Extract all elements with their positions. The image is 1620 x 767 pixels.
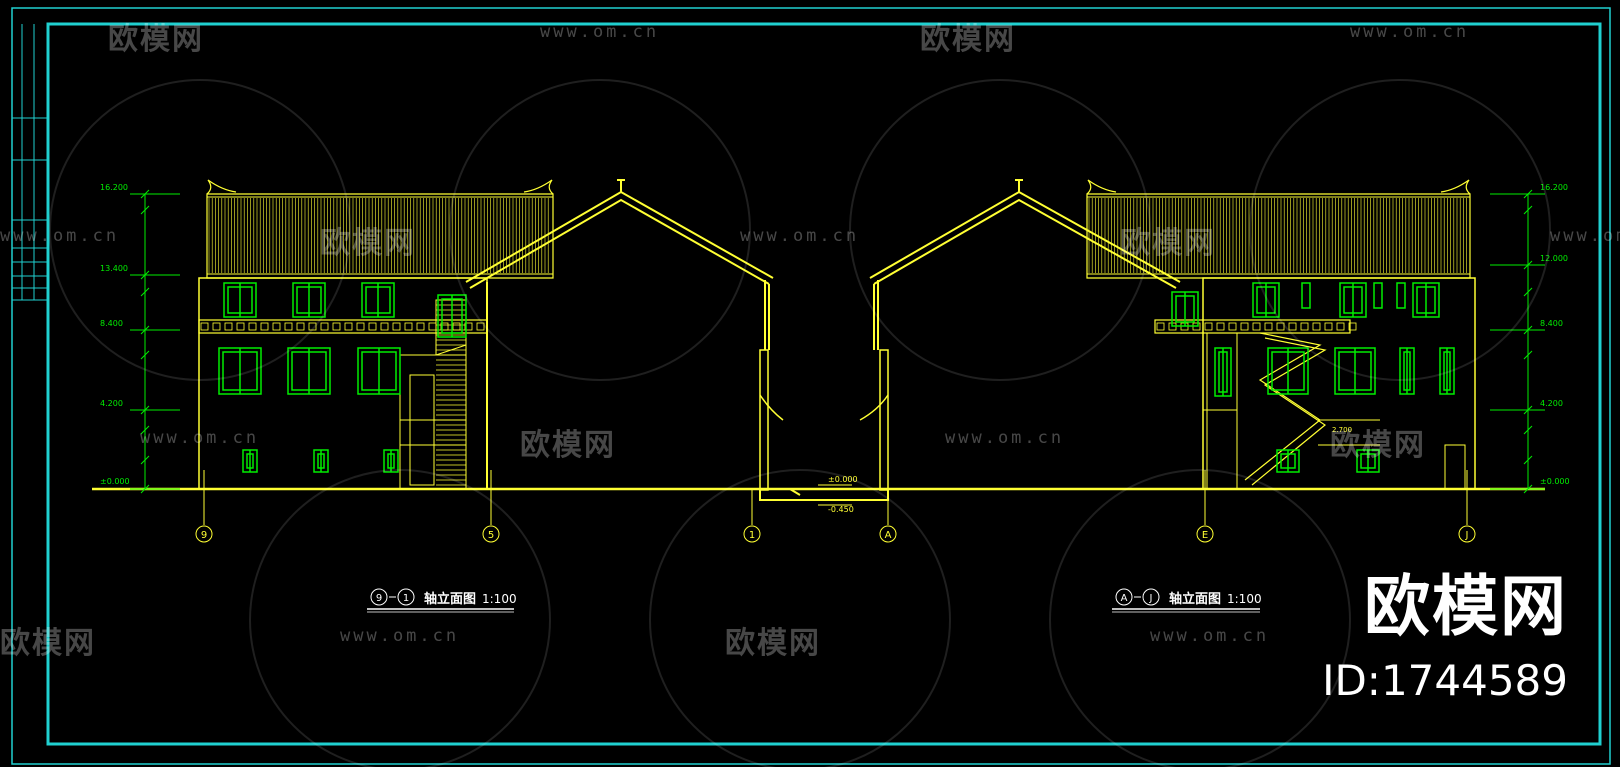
svg-text:9: 9 — [376, 593, 382, 604]
left-balcony-band — [198, 319, 488, 334]
left-roof-tiles — [208, 198, 549, 273]
svg-text:16.200: 16.200 — [1540, 183, 1568, 192]
svg-text:16.200: 16.200 — [100, 183, 128, 192]
right-building-elevation: 2.700 — [1086, 179, 1476, 490]
right-windows — [1171, 282, 1455, 473]
watermark-url: www.om.cn — [540, 22, 660, 42]
axis-lines — [203, 470, 1468, 525]
left-dimension-chain — [130, 193, 180, 490]
svg-text:4.200: 4.200 — [100, 399, 123, 408]
watermark-brand: 欧模网 — [920, 22, 1016, 57]
svg-text:8.400: 8.400 — [100, 319, 123, 328]
watermark-url: www.om.cn — [1550, 226, 1620, 246]
right-roof — [1086, 179, 1471, 279]
left-building-elevation — [198, 179, 554, 490]
svg-text:2.700: 2.700 — [1332, 426, 1352, 434]
left-stair-tower — [399, 299, 467, 490]
window — [1301, 282, 1311, 309]
watermark-circles — [49, 79, 1551, 767]
svg-text:13.400: 13.400 — [100, 264, 128, 273]
svg-text:1:100: 1:100 — [1227, 592, 1262, 606]
right-stair-zigzag — [1244, 332, 1327, 486]
watermark-url: www.om.cn — [740, 226, 860, 246]
svg-text:轴立面图: 轴立面图 — [1169, 591, 1221, 607]
axis-bubbles — [195, 525, 1476, 543]
watermark-url: www.om.cn — [1150, 626, 1270, 646]
svg-text:J: J — [1465, 530, 1469, 541]
inner-frame — [46, 22, 1602, 746]
svg-text:轴立面图: 轴立面图 — [424, 591, 476, 607]
right-gable-section — [859, 179, 1181, 491]
window — [1396, 282, 1406, 309]
watermark-url: www.om.cn — [0, 226, 120, 246]
svg-text:±0.000: ±0.000 — [1540, 477, 1570, 486]
svg-text:±0.000: ±0.000 — [828, 475, 858, 484]
watermark-brand: 欧模网 — [725, 626, 821, 661]
title-block-strip — [12, 24, 48, 301]
watermark-brand: 欧模网 — [320, 226, 416, 261]
brand-logo-text: 欧模网 — [1364, 568, 1568, 645]
svg-text:9: 9 — [201, 530, 207, 541]
svg-text:A: A — [885, 530, 892, 541]
outer-frame — [11, 7, 1611, 765]
window — [1373, 282, 1383, 309]
watermark-brand: 欧模网 — [1120, 226, 1216, 261]
axis-bubble-labels: 9 5 1 A E J — [201, 530, 1469, 541]
center-level-marks: ±0.000 -0.450 — [828, 475, 858, 514]
watermark-brand: 欧模网 — [1330, 428, 1426, 463]
watermark-brand: 欧模网 — [108, 22, 204, 57]
svg-text:5: 5 — [488, 530, 494, 541]
watermark-url: www.om.cn — [140, 428, 260, 448]
svg-text:±0.000: ±0.000 — [100, 477, 130, 486]
svg-text:-0.450: -0.450 — [828, 505, 854, 514]
right-balcony-band — [1154, 319, 1351, 334]
left-gable-section — [465, 179, 784, 491]
svg-text:1: 1 — [749, 530, 755, 541]
left-view-title: 9 1 轴立面图 1:100 — [367, 588, 517, 613]
asset-id: ID:1744589 — [1322, 656, 1568, 705]
right-roof-tiles — [1088, 198, 1467, 273]
watermark-brand: 欧模网 — [520, 428, 616, 463]
svg-text:A: A — [1121, 593, 1128, 604]
svg-text:8.400: 8.400 — [1540, 319, 1563, 328]
svg-text:4.200: 4.200 — [1540, 399, 1563, 408]
right-dimension-chain — [1490, 193, 1545, 490]
left-level-labels: 16.200 13.400 8.400 4.200 ±0.000 — [100, 183, 130, 486]
right-view-title: A J 轴立面图 1:100 — [1112, 588, 1262, 613]
svg-text:12.000: 12.000 — [1540, 254, 1568, 263]
svg-text:J: J — [1149, 593, 1153, 604]
right-level-labels: 16.200 12.000 8.400 4.200 ±0.000 — [1540, 183, 1570, 486]
left-windows — [218, 282, 467, 473]
center-pit — [759, 488, 889, 501]
svg-text:E: E — [1202, 530, 1208, 541]
watermark-url: www.om.cn — [1350, 22, 1470, 42]
watermark-url: www.om.cn — [340, 626, 460, 646]
svg-text:1:100: 1:100 — [482, 592, 517, 606]
svg-text:1: 1 — [403, 593, 409, 604]
watermark-url: www.om.cn — [945, 428, 1065, 448]
watermark-brand: 欧模网 — [0, 626, 96, 661]
